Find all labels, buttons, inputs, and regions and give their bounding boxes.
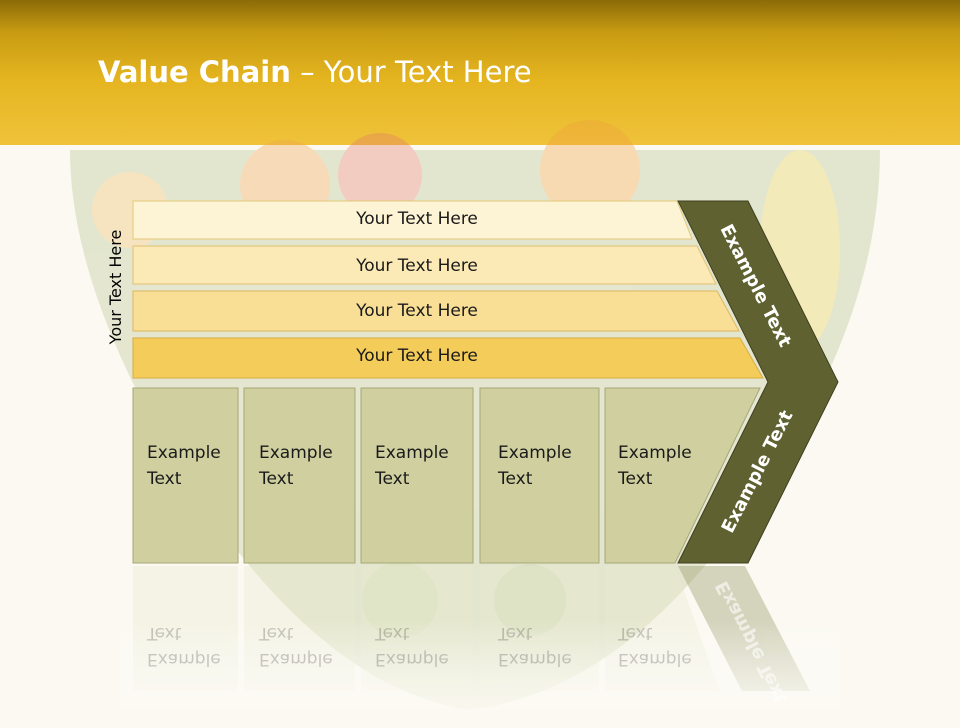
bar-3-label: Your Text Here bbox=[356, 301, 478, 321]
bar-3 bbox=[132, 290, 740, 332]
bar-1 bbox=[132, 200, 693, 240]
bar-2-label: Your Text Here bbox=[356, 256, 478, 276]
side-label: Your Text Here bbox=[106, 229, 125, 345]
title-rest: – Your Text Here bbox=[290, 55, 532, 89]
activity-box-3 bbox=[360, 387, 474, 564]
bar-1-label: Your Text Here bbox=[356, 209, 478, 229]
bar-4-label: Your Text Here bbox=[356, 346, 478, 366]
activity-box-5 bbox=[604, 387, 761, 564]
activity-box-4 bbox=[479, 387, 600, 564]
activity-box-1 bbox=[132, 387, 239, 564]
slide-title: Value Chain – Your Text Here bbox=[98, 55, 532, 89]
bar-2 bbox=[132, 245, 717, 285]
activity-box-2 bbox=[243, 387, 356, 564]
title-bold: Value Chain bbox=[98, 55, 291, 89]
bar-4 bbox=[132, 337, 764, 379]
margin-chevron bbox=[677, 200, 839, 564]
title-bar: Value Chain – Your Text Here bbox=[0, 0, 960, 145]
background-produce-image bbox=[70, 120, 880, 710]
